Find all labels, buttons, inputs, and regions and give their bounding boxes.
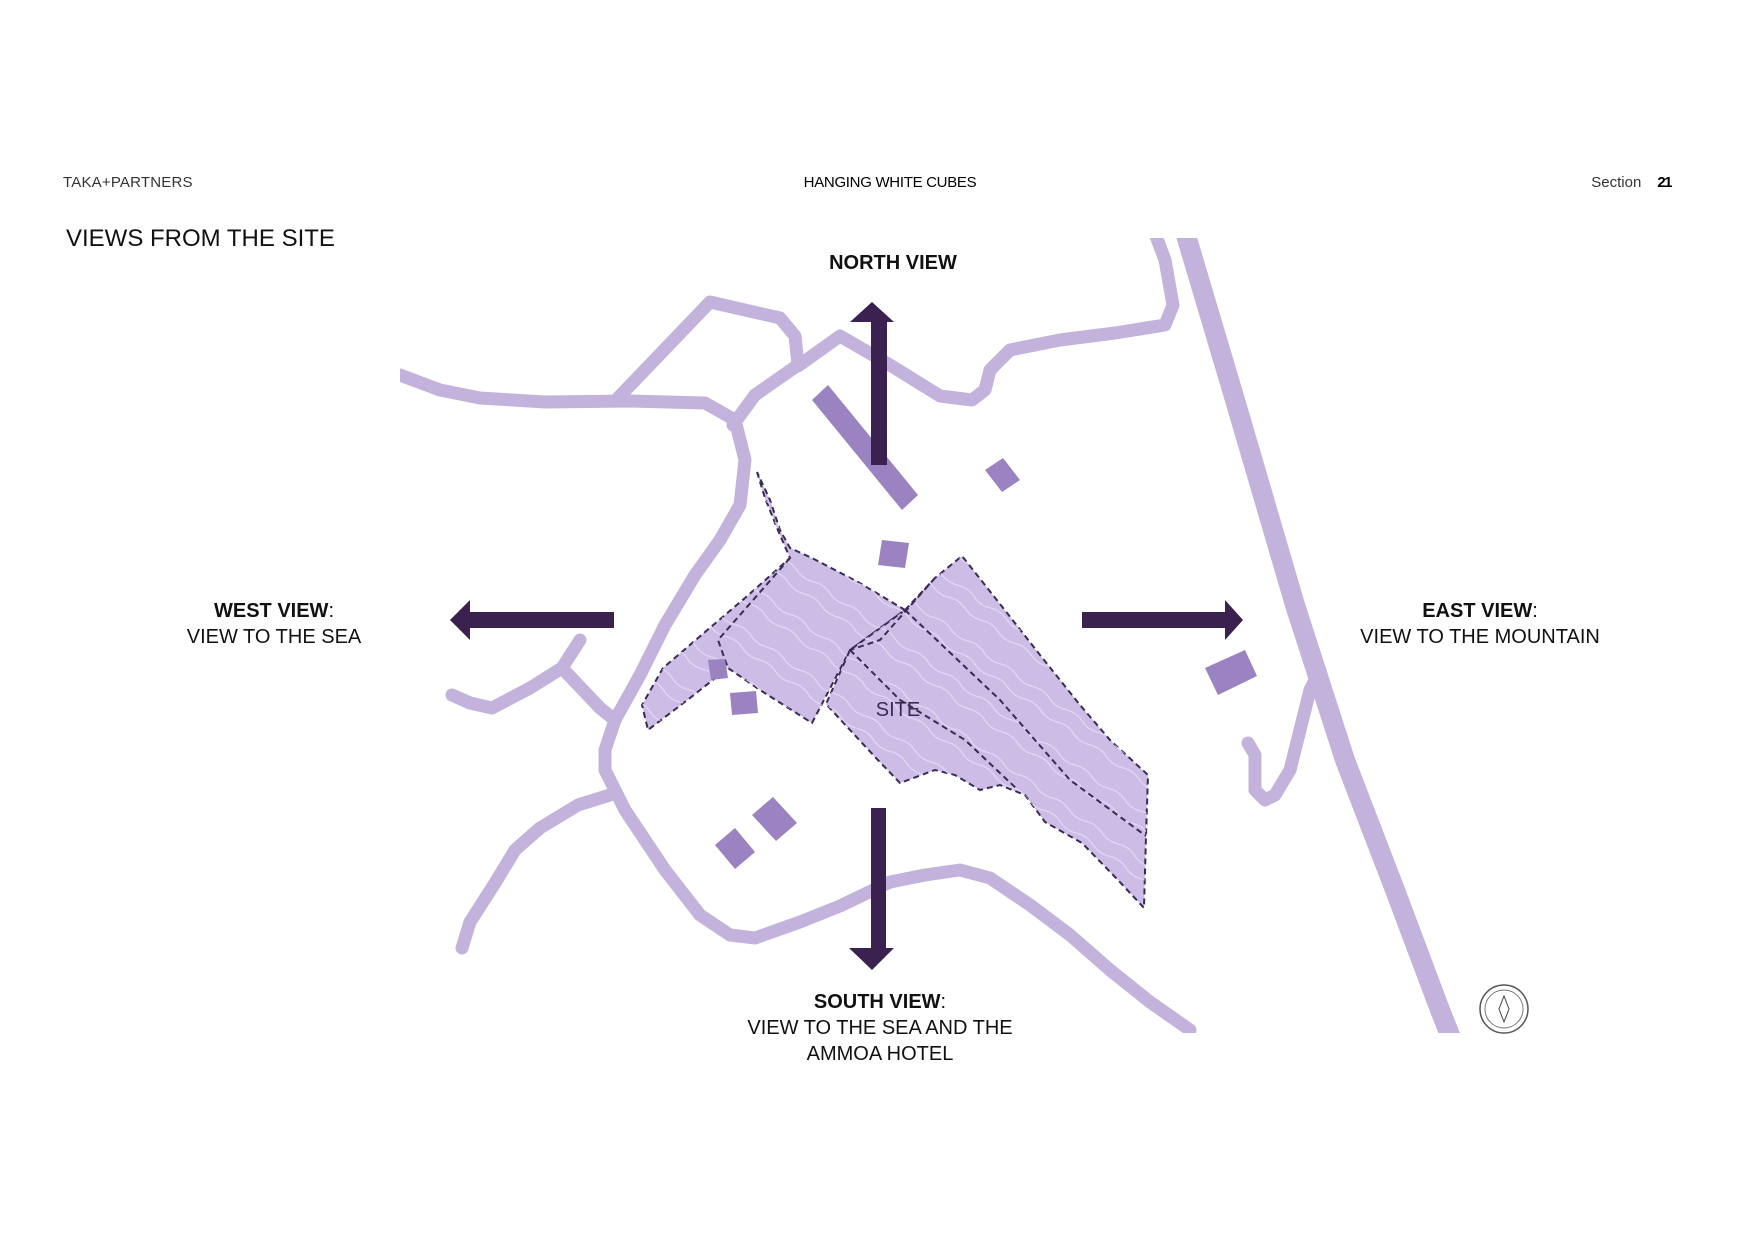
south-view-label: SOUTH VIEW: VIEW TO THE SEA AND THE AMMO…: [740, 989, 1020, 1067]
building: [985, 458, 1020, 492]
north-view-label: NORTH VIEW: [793, 250, 993, 276]
building: [730, 691, 758, 715]
south-arrow: [849, 808, 894, 970]
site-contours: [642, 472, 1148, 908]
road-southwest: [455, 788, 617, 955]
south-view-subtitle-line1: VIEW TO THE SEA AND THE: [747, 1017, 1013, 1039]
building: [708, 659, 728, 680]
road-northwest: [400, 368, 1197, 1033]
buildings: [708, 385, 1257, 869]
document-title: HANGING WHITE CUBES: [803, 174, 977, 191]
west-view-title: WEST VIEW: [213, 600, 329, 622]
building: [1205, 650, 1257, 695]
west-view-colon: :: [328, 600, 334, 622]
east-view-label: EAST VIEW: VIEW TO THE MOUNTAIN: [1340, 598, 1620, 650]
road-north-loop: [611, 295, 805, 432]
south-view-subtitle-line2: AMMOA HOTEL: [806, 1043, 954, 1065]
section-number: 21: [1657, 174, 1672, 191]
site-subdivisions: [716, 557, 1147, 837]
road-highway: [1176, 238, 1460, 1033]
road-network: [400, 238, 1460, 1033]
brand-name: TAKA+PARTNERS: [63, 174, 193, 191]
page-title: VIEWS FROM THE SITE: [66, 225, 335, 252]
south-view-title: SOUTH VIEW: [813, 991, 941, 1013]
west-arrow: [450, 600, 614, 640]
south-view-colon: :: [940, 991, 947, 1013]
building-diagonal-north: [812, 385, 918, 510]
building: [752, 797, 797, 841]
east-view-subtitle: VIEW TO THE MOUNTAIN: [1360, 626, 1600, 648]
section-indicator: Section 21: [1591, 173, 1672, 193]
west-view-subtitle: VIEW TO THE SEA: [186, 626, 362, 648]
north-arrow: [850, 302, 894, 465]
compass-icon: [1479, 984, 1529, 1034]
building: [878, 540, 909, 568]
section-label: Section: [1591, 174, 1642, 191]
site-label: SITE: [876, 699, 920, 721]
road-east-branch: [1241, 663, 1327, 807]
east-view-title: EAST VIEW: [1422, 600, 1533, 622]
road-west-branch: [555, 661, 622, 727]
north-view-title: NORTH VIEW: [829, 252, 957, 274]
road-north-hill: [791, 238, 1180, 407]
building: [715, 828, 755, 869]
view-arrows: [450, 302, 1243, 970]
west-view-label: WEST VIEW: VIEW TO THE SEA: [174, 598, 374, 650]
east-view-colon: :: [1532, 600, 1538, 622]
east-arrow: [1082, 600, 1243, 640]
